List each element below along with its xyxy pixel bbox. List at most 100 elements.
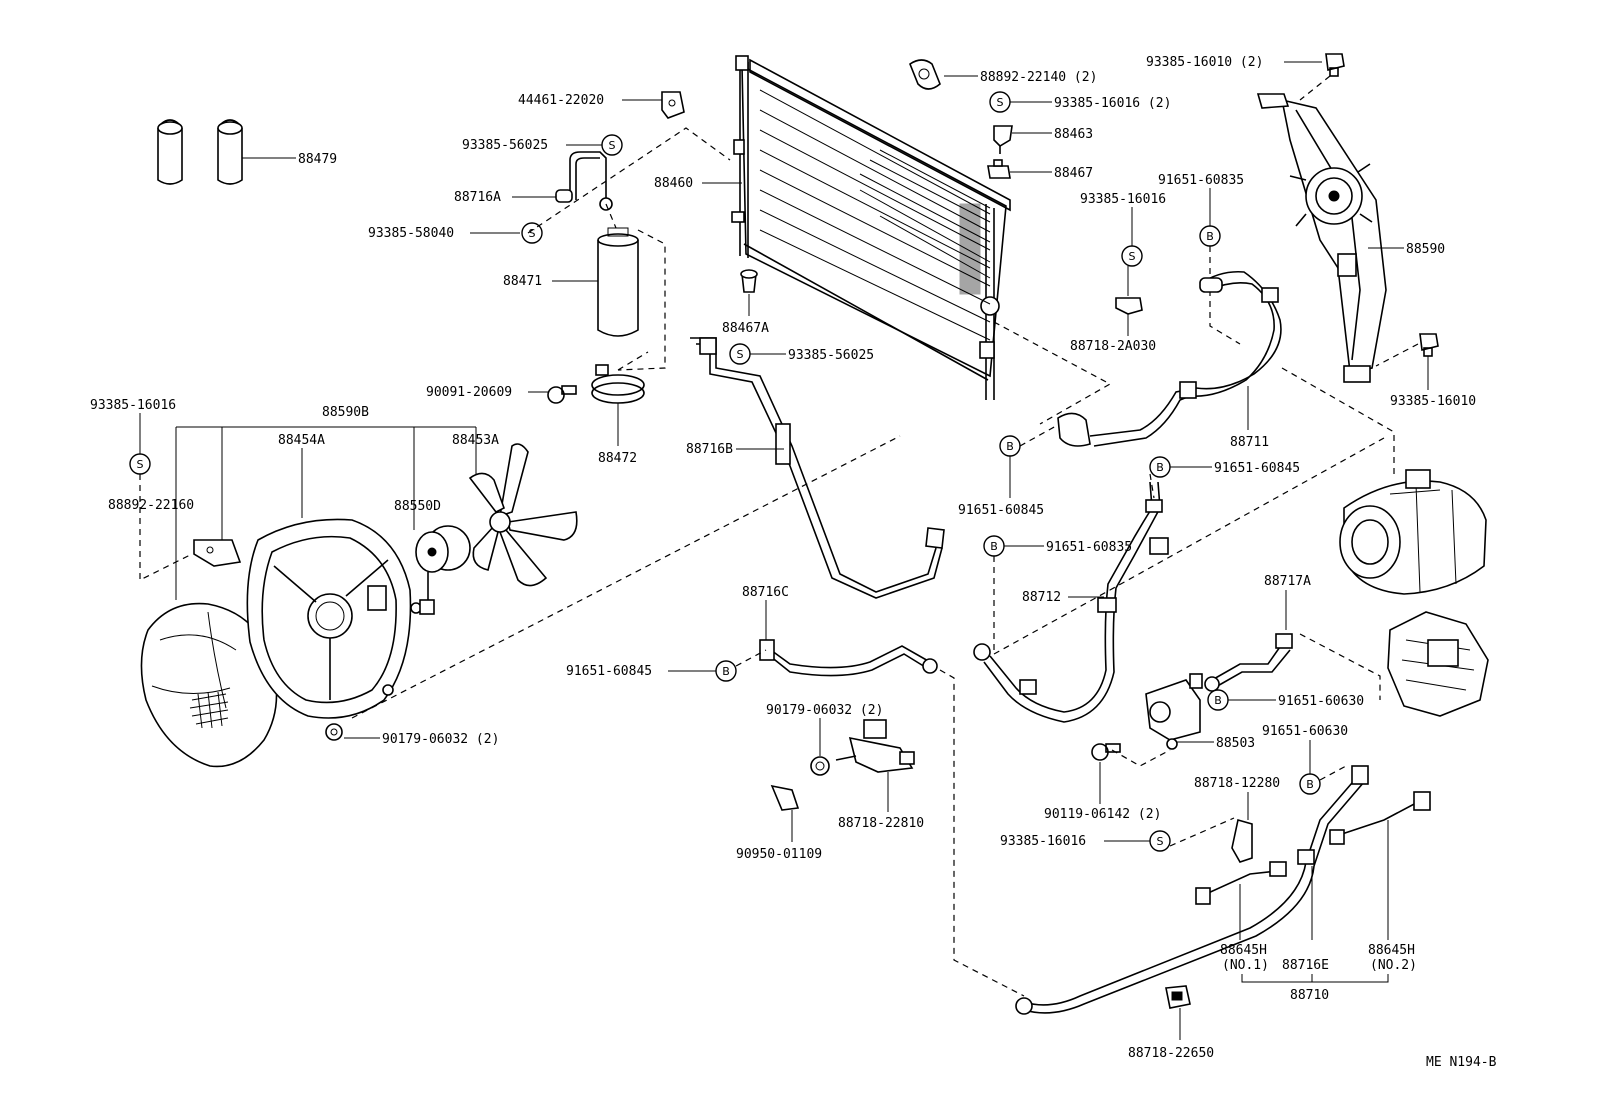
label-93385-56025-a: 93385-56025 xyxy=(462,138,548,153)
label-93385-16016-b: 93385-16016 (2) xyxy=(1054,96,1171,111)
bolt-90091 xyxy=(547,385,577,404)
s-symbol: S xyxy=(729,343,751,365)
label-91651-60845-c: 91651-60845 xyxy=(566,664,652,679)
label-88718-22650: 88718-22650 xyxy=(1128,1046,1214,1061)
label-88471: 88471 xyxy=(503,274,542,289)
label-88503: 88503 xyxy=(1216,736,1255,751)
label-88453A: 88453A xyxy=(452,433,499,448)
clip-90950 xyxy=(770,784,800,811)
hose-88712 xyxy=(973,481,1169,723)
nut-90179-a xyxy=(325,723,343,741)
svg-text:B: B xyxy=(1214,694,1222,707)
bracket-44461 xyxy=(661,91,685,119)
svg-text:S: S xyxy=(609,139,616,152)
label-93385-16016-c: 93385-16016 xyxy=(1080,192,1166,207)
label-88645H-no1-sub: (NO.1) xyxy=(1222,958,1269,973)
label-88460: 88460 xyxy=(654,176,693,191)
svg-text:B: B xyxy=(1156,461,1164,474)
b-symbol: B xyxy=(999,435,1021,457)
b-symbol: B xyxy=(1199,225,1221,247)
label-90950-01109: 90950-01109 xyxy=(736,847,822,862)
label-88590: 88590 xyxy=(1406,242,1445,257)
receiver-drier-88471 xyxy=(597,227,639,337)
bolt-90119 xyxy=(1091,743,1121,761)
svg-text:S: S xyxy=(997,96,1004,109)
filter-cartridges xyxy=(157,119,296,185)
s-symbol: S xyxy=(601,134,623,156)
label-88454A: 88454A xyxy=(278,433,325,448)
label-90119-06142: 90119-06142 (2) xyxy=(1044,807,1161,822)
label-88645H-no1: 88645H xyxy=(1220,943,1267,958)
compressor xyxy=(1339,469,1487,595)
evaporator-unit xyxy=(1387,611,1489,717)
svg-text:S: S xyxy=(1157,835,1164,848)
s-symbol: S xyxy=(521,222,543,244)
svg-text:B: B xyxy=(722,665,730,678)
fan-motor-88550D xyxy=(415,525,471,615)
label-91651-60845-a: 91651-60845 xyxy=(958,503,1044,518)
label-93385-16010-b: 93385-16010 xyxy=(1390,394,1476,409)
label-93385-16010-a: 93385-16010 (2) xyxy=(1146,55,1263,70)
b-symbol: B xyxy=(1207,689,1229,711)
cushion-88467 xyxy=(987,159,1011,179)
s-symbol: S xyxy=(129,453,151,475)
label-91651-60630-b: 91651-60630 xyxy=(1262,724,1348,739)
grommet-88467A xyxy=(740,269,758,293)
label-93385-16016-a: 93385-16016 xyxy=(90,398,176,413)
svg-text:B: B xyxy=(1306,778,1314,791)
valve-88503 xyxy=(1145,673,1203,750)
hose-88711 xyxy=(1057,270,1282,447)
clip-88718-22650 xyxy=(1165,985,1191,1009)
label-88590B: 88590B xyxy=(322,405,369,420)
label-88479: 88479 xyxy=(298,152,337,167)
label-90179-06032-b: 90179-06032 (2) xyxy=(766,703,883,718)
bracket-88718-12280 xyxy=(1231,818,1253,863)
s-symbol: S xyxy=(1121,245,1143,267)
bracket-88892-22160 xyxy=(193,539,242,567)
label-90179-06032-a: 90179-06032 (2) xyxy=(382,732,499,747)
label-44461-22020: 44461-22020 xyxy=(518,93,604,108)
b-symbol: B xyxy=(1299,773,1321,795)
pipe-88716C xyxy=(759,639,938,677)
fan-shroud-88454A xyxy=(246,518,422,719)
clip-88892-22140 xyxy=(909,59,941,90)
label-90091-20609: 90091-20609 xyxy=(426,385,512,400)
diagram-code: ME N194-B xyxy=(1426,1055,1497,1070)
label-88892-22160: 88892-22160 xyxy=(108,498,194,513)
pipe-88710 xyxy=(1015,765,1431,1015)
label-88463: 88463 xyxy=(1054,127,1093,142)
nut-90179-b xyxy=(810,756,830,776)
label-88645H-no2-sub: (NO.2) xyxy=(1370,958,1417,973)
pipe-88717A xyxy=(1204,633,1293,692)
label-91651-60835-a: 91651-60835 xyxy=(1158,173,1244,188)
label-88710: 88710 xyxy=(1290,988,1329,1003)
label-93385-58040: 93385-58040 xyxy=(368,226,454,241)
svg-text:B: B xyxy=(1206,230,1214,243)
label-88716E: 88716E xyxy=(1282,958,1329,973)
label-88712: 88712 xyxy=(1022,590,1061,605)
label-88718-12280: 88718-12280 xyxy=(1194,776,1280,791)
s-symbol: S xyxy=(989,91,1011,113)
label-91651-60835-b: 91651-60835 xyxy=(1046,540,1132,555)
svg-text:S: S xyxy=(529,227,536,240)
label-91651-60845-b: 91651-60845 xyxy=(1214,461,1300,476)
label-88472: 88472 xyxy=(598,451,637,466)
label-88467: 88467 xyxy=(1054,166,1093,181)
b-symbol: B xyxy=(983,535,1005,557)
pipe-88716B xyxy=(690,337,945,599)
bolt-93385-16010-b xyxy=(1419,333,1439,357)
bracket-88718-2A030 xyxy=(1115,297,1143,315)
b-symbol: B xyxy=(715,660,737,682)
label-88892-22140: 88892-22140 (2) xyxy=(980,70,1097,85)
pipe-88716A xyxy=(569,151,607,200)
label-88645H-no2: 88645H xyxy=(1368,943,1415,958)
b-symbol: B xyxy=(1149,456,1171,478)
fan-assy-88590 xyxy=(1256,93,1387,383)
label-88718-2A030: 88718-2A030 xyxy=(1070,339,1156,354)
s-symbol: S xyxy=(1149,830,1171,852)
label-93385-16016-d: 93385-16016 xyxy=(1000,834,1086,849)
clamp-88472 xyxy=(591,364,645,404)
label-88718-22810: 88718-22810 xyxy=(838,816,924,831)
label-88550D: 88550D xyxy=(394,499,441,514)
